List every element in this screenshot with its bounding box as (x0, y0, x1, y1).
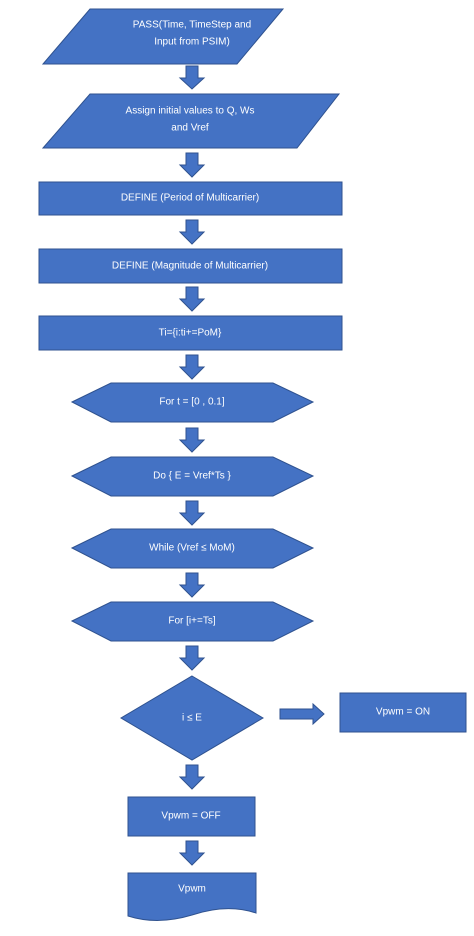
do-e-label: Do { E = Vref*Ts } (153, 471, 231, 482)
ti-assign-node: Ti={i:ti+=PoM} (38, 315, 343, 351)
arrow-down-icon (178, 645, 206, 671)
arrow-down-icon (178, 152, 206, 178)
define-magnitude-label: DEFINE (Magnitude of Multicarrier) (112, 261, 268, 272)
define-period-node: DEFINE (Period of Multicarrier) (38, 181, 343, 216)
arrow-down-icon (178, 427, 206, 453)
output-node: Vpwm (127, 872, 257, 921)
arrow-right-icon (279, 702, 325, 726)
vpwm-off-label: Vpwm = OFF (161, 811, 220, 822)
assign-initial-line1: Assign initial values to Q, Ws (126, 106, 255, 117)
assign-initial-line2: and Vref (171, 123, 209, 134)
for-t-label: For t = [0 , 0.1] (159, 397, 225, 408)
arrow-down-icon (178, 840, 206, 866)
do-e-node: Do { E = Vref*Ts } (70, 456, 315, 497)
pass-input-line1: PASS(Time, TimeStep and (133, 20, 251, 31)
assign-initial-node: Assign initial values to Q, Ws and Vref (41, 93, 341, 149)
vpwm-on-node: Vpwm = ON (339, 692, 467, 733)
for-i-label: For [i+=Ts] (168, 616, 215, 627)
while-vref-label: While (Vref ≤ MoM) (149, 543, 235, 554)
decision-label: i ≤ E (182, 713, 202, 724)
decision-node: i ≤ E (120, 675, 264, 761)
pass-input-line2: Input from PSIM) (154, 37, 230, 48)
arrow-down-icon (178, 572, 206, 598)
ti-assign-label: Ti={i:ti+=PoM} (159, 328, 222, 339)
output-label: Vpwm (178, 884, 206, 895)
vpwm-on-label: Vpwm = ON (376, 707, 430, 718)
for-i-node: For [i+=Ts] (70, 601, 315, 642)
for-t-node: For t = [0 , 0.1] (70, 382, 315, 423)
arrow-down-icon (178, 219, 206, 245)
arrow-down-icon (178, 500, 206, 526)
define-magnitude-node: DEFINE (Magnitude of Multicarrier) (38, 248, 343, 284)
while-vref-node: While (Vref ≤ MoM) (70, 528, 315, 569)
define-period-label: DEFINE (Period of Multicarrier) (121, 193, 259, 204)
arrow-down-icon (178, 764, 206, 790)
arrow-down-icon (178, 65, 206, 90)
vpwm-off-node: Vpwm = OFF (127, 796, 256, 837)
arrow-down-icon (178, 354, 206, 380)
arrow-down-icon (178, 286, 206, 312)
pass-input-node: PASS(Time, TimeStep and Input from PSIM) (41, 8, 285, 65)
